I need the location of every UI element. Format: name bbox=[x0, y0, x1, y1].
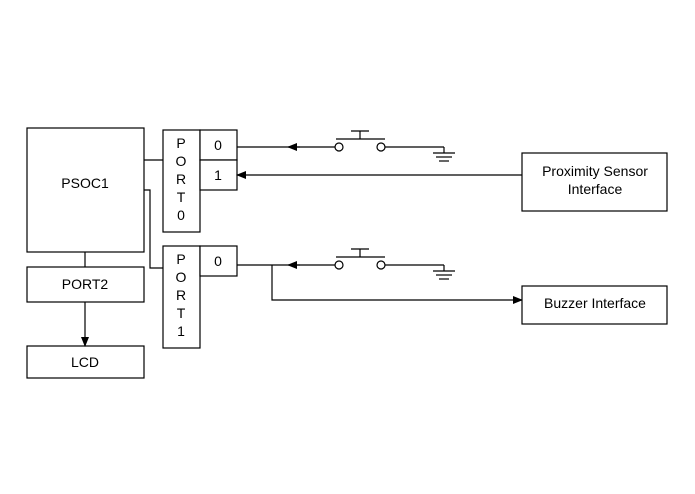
port2-label: PORT2 bbox=[62, 276, 109, 292]
port1-to-buzzer-arrow bbox=[271, 265, 523, 304]
proximity-label-line1: Proximity Sensor bbox=[542, 163, 648, 179]
port0-pin0-label: 0 bbox=[214, 137, 222, 153]
port1-block: P O R T 1 0 bbox=[162, 245, 238, 349]
port2-block: PORT2 bbox=[26, 266, 145, 303]
port0-letter-r: R bbox=[176, 171, 186, 187]
ground-icon bbox=[433, 270, 455, 280]
port1-letter-t: T bbox=[177, 305, 186, 321]
port0-letter-o: O bbox=[176, 153, 187, 169]
lcd-block: LCD bbox=[26, 345, 145, 379]
buzzer-label: Buzzer Interface bbox=[544, 295, 646, 311]
port1-letter-p: P bbox=[176, 251, 185, 267]
port1-letter-1: 1 bbox=[177, 323, 185, 339]
buzzer-interface-block: Buzzer Interface bbox=[521, 285, 668, 325]
port0-letter-p: P bbox=[176, 135, 185, 151]
lcd-label: LCD bbox=[71, 354, 99, 370]
psoc1-block: PSOC1 bbox=[26, 127, 145, 253]
push-switch-port0 bbox=[237, 130, 445, 153]
port0-pin1-label: 1 bbox=[214, 167, 222, 183]
port0-block: P O R T 0 0 1 bbox=[162, 129, 238, 233]
port0-letter-t: T bbox=[177, 189, 186, 205]
psoc-port1-wire bbox=[144, 189, 163, 269]
proximity-label-line2: Interface bbox=[568, 181, 623, 197]
proximity-sensor-block: Proximity Sensor Interface bbox=[521, 152, 668, 212]
port1-letter-r: R bbox=[176, 287, 186, 303]
push-switch-port1 bbox=[237, 248, 445, 271]
port1-pin0-label: 0 bbox=[214, 253, 222, 269]
port0-letter-0: 0 bbox=[177, 207, 185, 223]
ground-icon bbox=[433, 152, 455, 162]
port1-letter-o: O bbox=[176, 269, 187, 285]
psoc1-label: PSOC1 bbox=[61, 175, 109, 191]
